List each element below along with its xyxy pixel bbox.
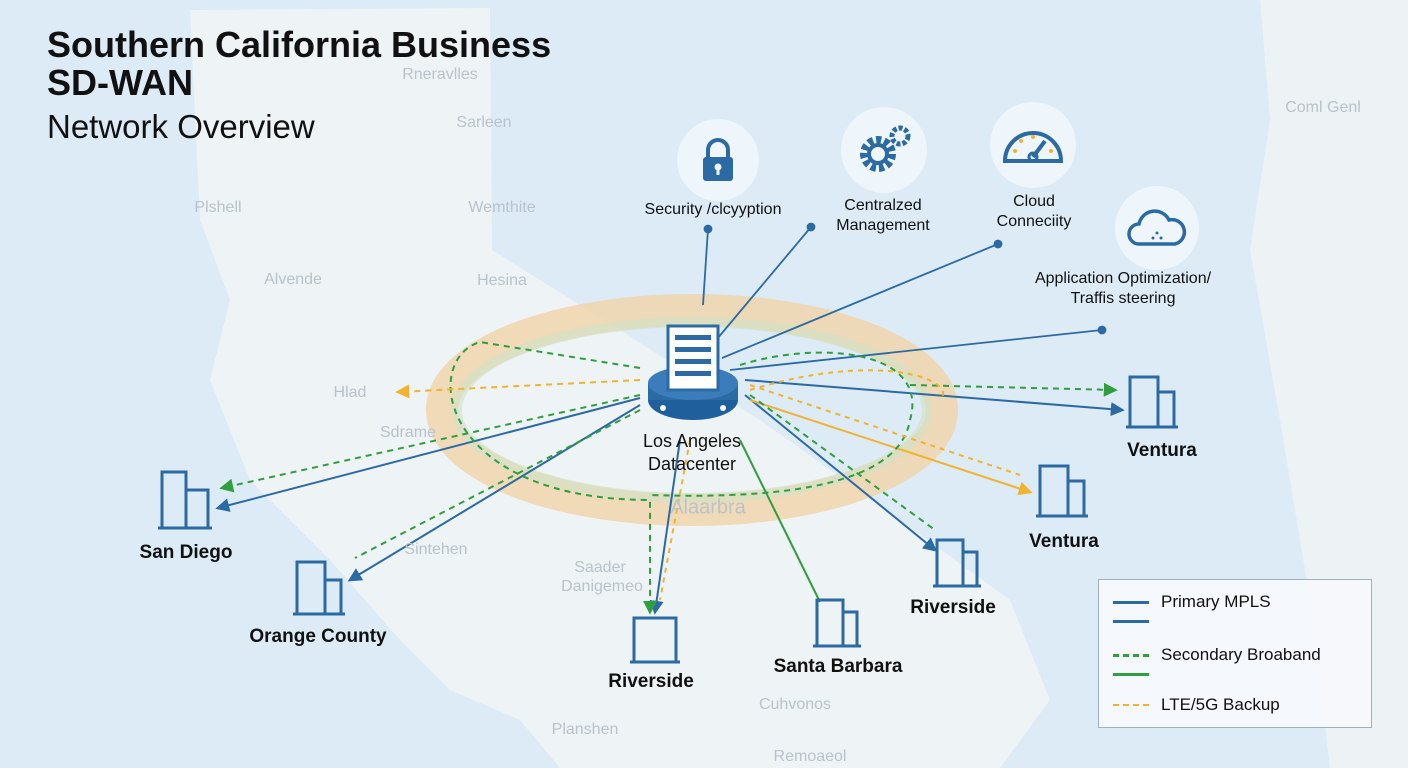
map-label: Alvende [264, 271, 322, 288]
map-label: Hlad [333, 384, 367, 401]
legend-swatch [1113, 620, 1149, 623]
map-label: Hesina [477, 272, 527, 289]
app-optimization-feature [1115, 186, 1199, 270]
feature-label-line: Centralzed [844, 197, 922, 214]
title-line1: Southern California Business [47, 24, 552, 65]
lock-icon [703, 138, 733, 181]
building-icons [158, 375, 1178, 664]
site-label-ventura: Ventura [1127, 440, 1197, 461]
legend-swatch [1113, 653, 1149, 657]
map-label: Planshen [551, 721, 619, 738]
site-label-santa-barbara: Santa Barbara [773, 656, 903, 677]
legend-item-mpls: Primary MPLS [1113, 592, 1271, 612]
feature-label-security: Security /clcyyption [644, 201, 782, 218]
site-label-ventura-2: Ventura [1029, 531, 1099, 552]
datacenter-icon [648, 324, 738, 420]
legend-label: Secondary Broaband [1161, 645, 1321, 664]
site-label-riverside-2: Riverside [608, 671, 694, 692]
site-label-san-diego: San Diego [139, 542, 233, 563]
hub-label-line1: Los Angeles [642, 431, 742, 451]
feature-label-app-optimization: Application Optimization/Traffis steerin… [1035, 269, 1211, 309]
title-line2: SD-WAN [47, 62, 193, 103]
legend-swatch [1113, 600, 1149, 604]
map-label: Cuhvonos [758, 696, 832, 713]
feature-label-line: Application Optimization/ [1034, 270, 1212, 287]
management-feature [841, 107, 927, 193]
gears-icon [860, 125, 911, 172]
site-label-orange-county: Orange County [249, 626, 387, 647]
map-label: Sintehen [404, 541, 468, 558]
map-label: Coml Genl [1285, 99, 1361, 116]
gauge-icon [1002, 131, 1064, 163]
security-feature [677, 119, 759, 201]
cloud-connectivity-feature [990, 102, 1076, 188]
map-label: Wemthite [468, 199, 536, 216]
feature-label-line: Traffis steering [1070, 290, 1176, 307]
map-label: Danigemeo [561, 578, 643, 595]
legend-item-mpls-2 [1113, 620, 1161, 623]
page-subtitle: Network Overview [47, 108, 315, 145]
map-label: Alaarbra [670, 496, 746, 519]
feature-label-line: Cloud [1013, 193, 1055, 210]
map-label: Sdrame [379, 424, 437, 441]
site-label-riverside: Riverside [910, 597, 996, 618]
legend-item-lte: LTE/5G Backup [1113, 695, 1280, 715]
legend-label: LTE/5G Backup [1161, 695, 1280, 714]
map-label: Plshell [194, 199, 242, 216]
land-east [1250, 0, 1408, 768]
map-label: Saader [574, 559, 626, 576]
map-label: Remoaeol [773, 748, 847, 765]
legend-item-broadband-2 [1113, 673, 1161, 676]
legend-label: Primary MPLS [1161, 592, 1271, 611]
legend: Primary MPLS Secondary Broaband LTE/5G B… [1098, 579, 1372, 728]
map-label: Sarleen [456, 114, 512, 131]
land-mass [190, 8, 1050, 768]
ring [426, 294, 958, 526]
legend-swatch [1113, 704, 1149, 706]
cloud-icon [1127, 209, 1187, 246]
hub-label-line2: Datacenter [647, 454, 737, 474]
legend-item-broadband: Secondary Broaband [1113, 645, 1321, 665]
legend-swatch [1113, 673, 1149, 676]
map-label: Rneravlles [402, 66, 478, 83]
feature-label-line: Management [836, 217, 930, 234]
feature-label-line: Conneciity [996, 213, 1072, 230]
